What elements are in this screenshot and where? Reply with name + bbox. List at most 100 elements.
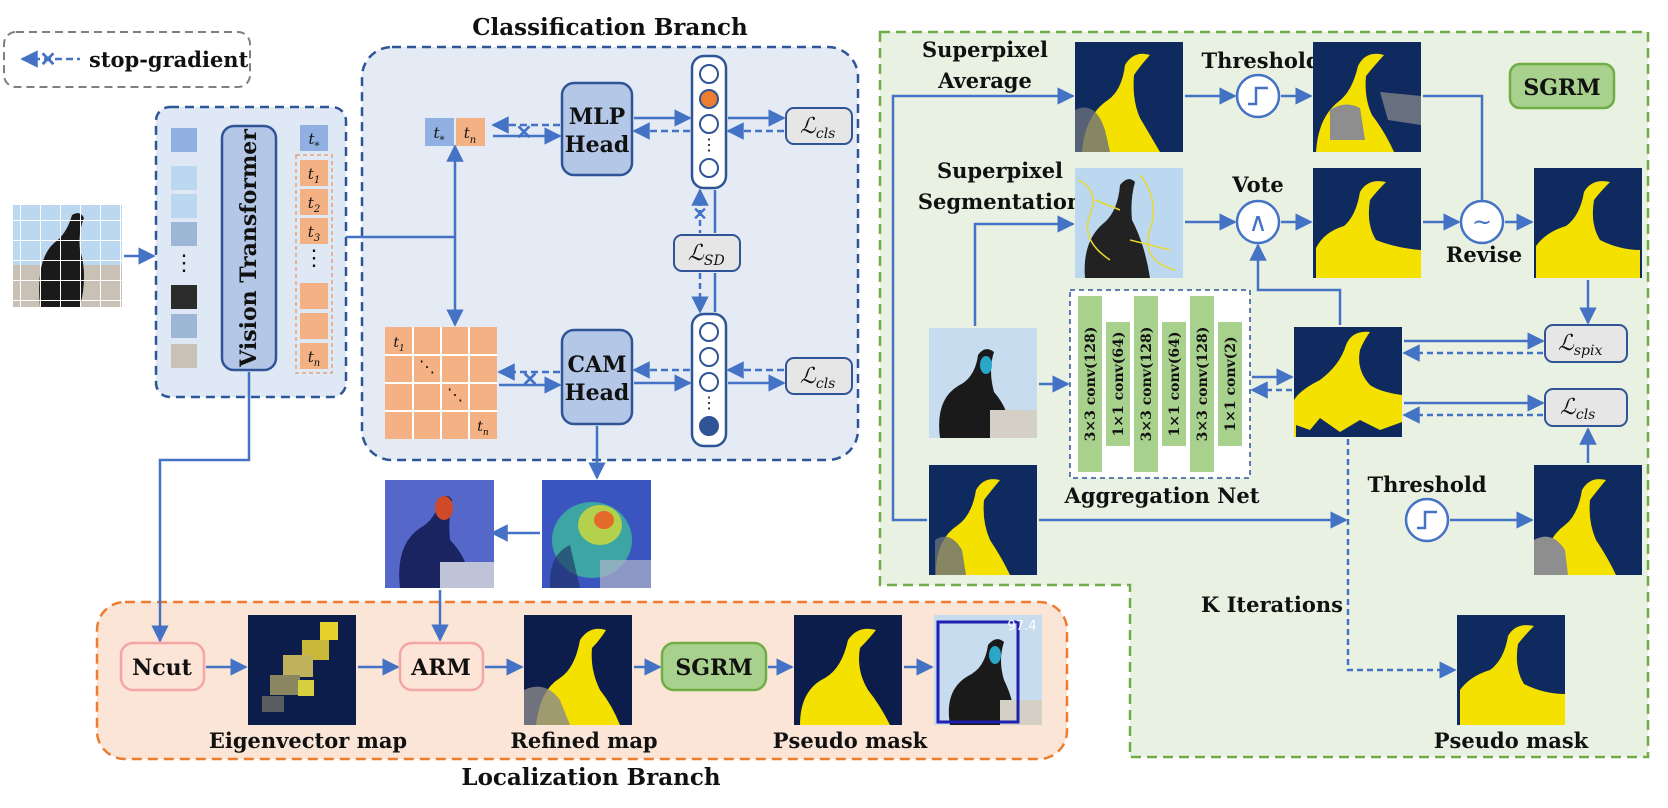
vote-icon xyxy=(1235,199,1281,245)
sgrm-input-image xyxy=(929,328,1037,438)
superpixel-average-line1: Superpixel xyxy=(922,37,1048,62)
svg-text:⋮: ⋮ xyxy=(701,135,717,154)
token-star: t* xyxy=(433,124,444,146)
loss-spix-symbol: ℒ xyxy=(1558,331,1575,356)
layer-1: 3×3 conv(128) xyxy=(1083,327,1099,442)
localization-title: Localization Branch xyxy=(461,764,720,791)
layer-5: 3×3 conv(128) xyxy=(1195,327,1211,442)
sgrm-badge xyxy=(1508,62,1616,110)
threshold-top-image xyxy=(1313,42,1421,152)
threshold-top-icon xyxy=(1235,73,1281,119)
svg-text:⋮: ⋮ xyxy=(173,251,195,276)
loss-sd-sub: SD xyxy=(704,253,725,269)
final-pseudo-mask-image xyxy=(1457,615,1565,725)
loss-cls-bottom-symbol: ℒ xyxy=(800,364,817,389)
cam-heatmap-image xyxy=(542,480,651,588)
loss-cls-top-symbol: ℒ xyxy=(800,114,817,139)
aggregated-mask-image xyxy=(1294,327,1402,437)
svg-text:✕: ✕ xyxy=(522,367,539,391)
layer-6: 1×1 conv(2) xyxy=(1223,336,1239,431)
eigenvector-map-image xyxy=(248,615,356,725)
superpixel-average-line2: Average xyxy=(937,68,1032,93)
mlp-output-vector: ⋮ xyxy=(690,54,728,190)
svg-text:ℒspix: ℒspix xyxy=(1558,331,1602,359)
svg-text:ℒcls: ℒcls xyxy=(1560,395,1595,423)
sgrm-bottom-input-image xyxy=(929,465,1037,575)
output-tokens: t* t1 t2 t3 ⋮ tn xyxy=(295,125,333,374)
revised-mask-image xyxy=(1534,168,1642,278)
aggregation-net-label: Aggregation Net xyxy=(1064,483,1260,508)
layer-4: 1×1 conv(64) xyxy=(1167,332,1183,437)
svg-text:ℒcls: ℒcls xyxy=(800,114,835,142)
superpixel-seg-line2: Segmentation xyxy=(918,189,1082,214)
sgrm-block-localization xyxy=(660,641,768,692)
patch-token-matrix: t1 ⋱ ⋱ tn xyxy=(385,327,497,439)
superpixel-seg-line1: Superpixel xyxy=(937,158,1063,183)
threshold-bottom-image xyxy=(1534,465,1642,575)
classification-title: Classification Branch xyxy=(472,14,748,41)
arm-block xyxy=(398,641,485,692)
svg-text:∧: ∧ xyxy=(1248,208,1267,238)
detection-score: 97.4 xyxy=(1008,619,1037,634)
pseudo-mask-label: Pseudo mask xyxy=(773,728,928,753)
cam-head-line2: Head xyxy=(565,380,629,406)
eigenvector-map-label: Eigenvector map xyxy=(209,728,407,753)
layer-3: 3×3 conv(128) xyxy=(1139,327,1155,442)
refined-map-image xyxy=(524,615,632,725)
refined-map-label: Refined map xyxy=(510,728,657,753)
loss-spix xyxy=(1544,324,1628,363)
pseudo-mask-image xyxy=(794,615,902,725)
threshold-bottom-icon xyxy=(1404,497,1450,543)
loss-spix-sub: spix xyxy=(1574,343,1603,359)
mlp-head-line1: MLP xyxy=(569,104,625,130)
loss-cls-top xyxy=(785,107,853,145)
legend: ✕ stop-gradient xyxy=(3,31,251,88)
svg-text:ℒcls: ℒcls xyxy=(800,364,835,392)
svg-text:⋮: ⋮ xyxy=(303,246,325,271)
threshold-bottom-label: Threshold xyxy=(1367,472,1486,497)
loss-cls-sgrm-symbol: ℒ xyxy=(1560,395,1577,420)
svg-text:✕: ✕ xyxy=(692,204,707,225)
aggregation-layers: 3×3 conv(128) 1×1 conv(64) 3×3 conv(128)… xyxy=(1078,296,1242,472)
superpixel-average-image xyxy=(1075,42,1183,152)
cam-output-vector: ⋮ xyxy=(690,312,728,448)
loss-cls-bottom xyxy=(785,357,853,395)
ncut-label: Ncut xyxy=(132,655,193,681)
k-iterations-label: K Iterations xyxy=(1201,592,1343,617)
svg-text:tn: tn xyxy=(477,419,489,438)
arm-label: ARM xyxy=(410,655,471,681)
loss-cls-sgrm xyxy=(1544,388,1628,427)
threshold-top-label: Threshold xyxy=(1201,48,1320,73)
attention-image xyxy=(385,480,494,588)
legend-stop-gradient: stop-gradient xyxy=(89,47,249,72)
input-image xyxy=(13,205,122,307)
svg-text:✕: ✕ xyxy=(516,120,533,144)
revise-label: Revise xyxy=(1446,242,1522,267)
loss-sd xyxy=(673,234,741,272)
mlp-head-line2: Head xyxy=(565,132,629,158)
sgrm-badge-label: SGRM xyxy=(1523,75,1600,101)
class-token-pair: t* tn xyxy=(425,118,485,146)
layer-2: 1×1 conv(64) xyxy=(1111,332,1127,437)
final-pseudo-mask-label: Pseudo mask xyxy=(1434,728,1589,753)
detection-result-image: 97.4 xyxy=(934,615,1042,725)
svg-text:ℒSD: ℒSD xyxy=(688,241,725,269)
stop-mark-icon: ✕ xyxy=(40,47,57,71)
loss-cls-sgrm-sub: cls xyxy=(1576,407,1596,423)
cam-head-line1: CAM xyxy=(568,352,627,378)
ncut-block xyxy=(119,641,206,692)
loss-cls-top-sub: cls xyxy=(816,126,836,142)
vit-label: Vision Transformer xyxy=(236,129,262,368)
superpixel-segmentation-image xyxy=(1075,168,1183,278)
vision-transformer-block xyxy=(220,124,278,372)
loss-sd-symbol: ℒ xyxy=(688,241,705,266)
sgrm-label-localization: SGRM xyxy=(675,655,752,681)
svg-text:t1: t1 xyxy=(393,335,404,354)
loss-cls-bottom-sub: cls xyxy=(816,376,836,392)
patch-tokens: ⋮ xyxy=(171,128,197,368)
svg-text:t*: t* xyxy=(308,130,319,152)
svg-text:~: ~ xyxy=(1472,208,1492,236)
svg-text:⋱: ⋱ xyxy=(447,385,463,404)
vote-label: Vote xyxy=(1231,172,1283,197)
